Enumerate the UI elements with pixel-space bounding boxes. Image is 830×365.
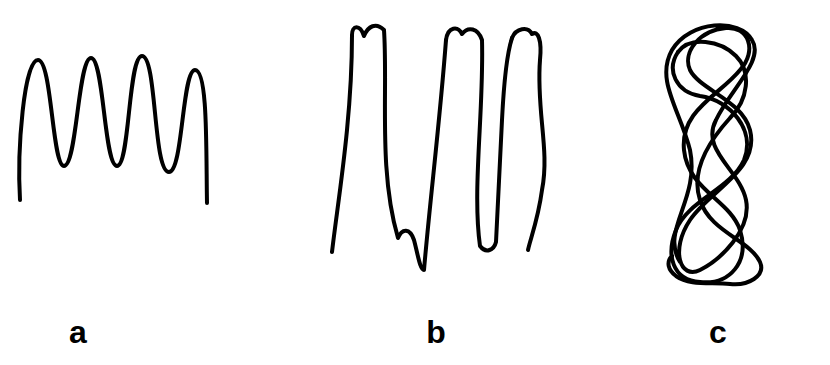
- extended-chain-loop: [512, 29, 545, 250]
- random-coil: [671, 28, 749, 282]
- random-coil: [669, 42, 762, 284]
- panel-label: a: [69, 316, 87, 348]
- extended-chain-loop: [332, 26, 446, 270]
- folded-chain: [19, 56, 207, 203]
- panel-label: b: [426, 316, 446, 348]
- panel-label: c: [709, 316, 727, 348]
- extended-chain-loop: [446, 29, 512, 251]
